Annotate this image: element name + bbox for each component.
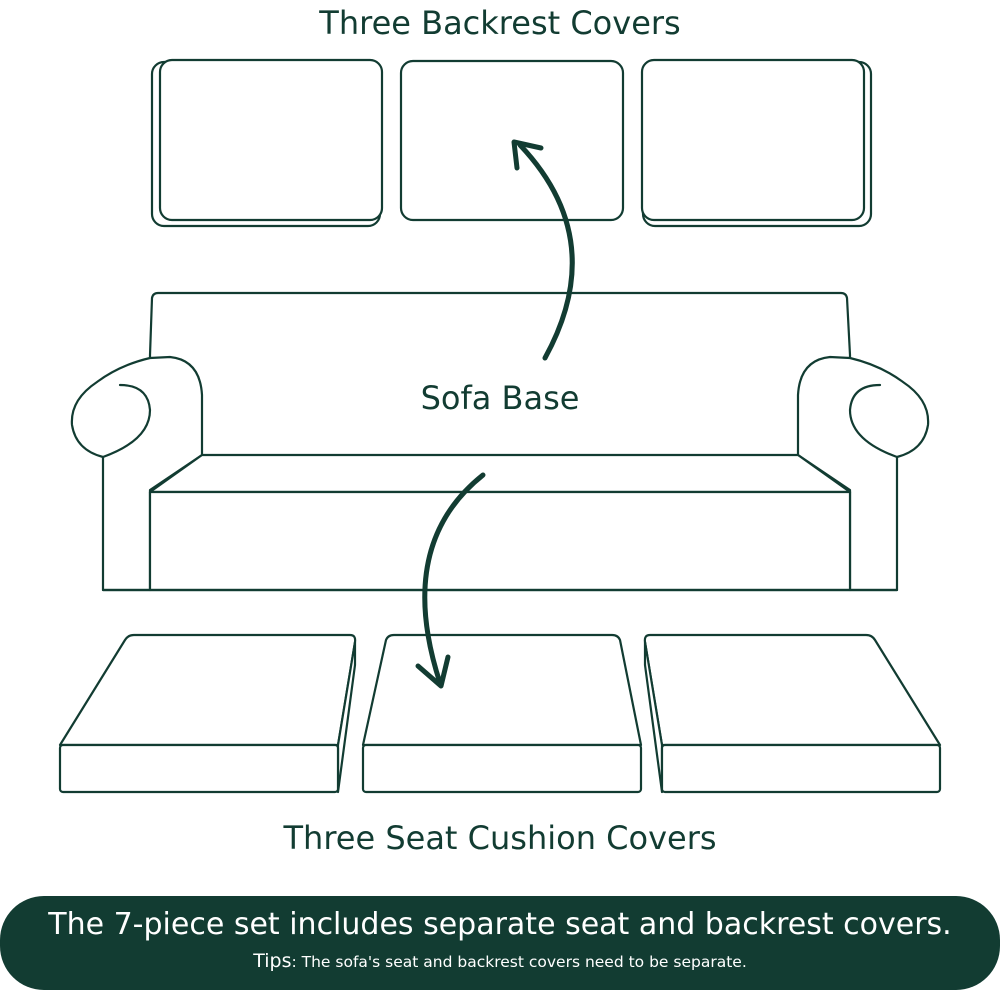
banner-headline: The 7-piece set includes separate seat a…	[48, 907, 952, 942]
sofa-back	[148, 291, 852, 462]
arrow-base-to-cushion	[415, 472, 486, 689]
seat-cushion-covers-title: Three Seat Cushion Covers	[283, 819, 717, 857]
info-banner: The 7-piece set includes separate seat a…	[0, 896, 1000, 990]
tip-label: Tips	[253, 950, 292, 972]
sofa-left-arm	[70, 355, 204, 592]
arrow-base-to-backrest	[511, 139, 575, 361]
backrest-covers-title: Three Backrest Covers	[319, 4, 681, 42]
backrest-cover-left	[150, 58, 384, 228]
sofa-base	[70, 291, 930, 592]
banner-tip: Tips: The sofa's seat and backrest cover…	[0, 948, 1000, 975]
sofa-seat-front	[148, 490, 852, 592]
backrest-cover-right	[640, 58, 873, 228]
seat-cushion-cover-middle	[361, 633, 643, 794]
seat-cushion-cover-right	[643, 633, 942, 794]
sofa-seat-deck	[148, 453, 852, 494]
sofa-base-label: Sofa Base	[420, 379, 580, 417]
tip-text: : The sofa's seat and backrest covers ne…	[291, 953, 747, 971]
seat-cushion-cover-left	[58, 633, 357, 794]
sofa-right-arm	[796, 355, 930, 592]
